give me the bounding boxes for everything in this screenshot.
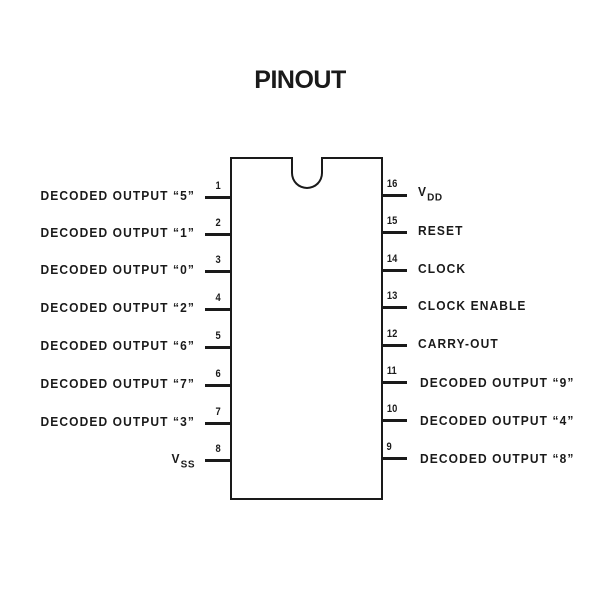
ic-package-body: [230, 157, 383, 500]
pin-lead: [205, 384, 230, 387]
pin-label: RESET: [418, 223, 464, 239]
pin-lead: [205, 270, 230, 273]
pin-label: CARRY-OUT: [418, 336, 499, 352]
pin-number: 6: [215, 368, 221, 380]
pin-label: VDD: [418, 185, 443, 204]
pin-lead: [382, 381, 407, 384]
pin-lead: [205, 459, 230, 462]
pin-lead: [382, 194, 407, 197]
pin-lead: [382, 457, 407, 460]
pin-label: DECODED OUTPUT “1”: [40, 225, 195, 241]
pin-label: VSS: [0, 452, 195, 471]
pin-number: 1: [215, 180, 221, 192]
pin-lead: [205, 308, 230, 311]
pin-number: 12: [386, 328, 398, 340]
pin-number: 7: [215, 406, 221, 418]
pin-number: 3: [215, 254, 221, 266]
pin-lead: [382, 306, 407, 309]
diagram-title: PINOUT: [254, 66, 346, 94]
pin-label: DECODED OUTPUT “8”: [420, 451, 575, 467]
pin-label-subscript: SS: [180, 458, 195, 471]
pin-lead: [205, 196, 230, 199]
pin-lead: [382, 344, 407, 347]
pin-label: DECODED OUTPUT “5”: [40, 188, 195, 204]
pin-lead: [205, 233, 230, 236]
pin-number: 15: [386, 215, 398, 227]
pin-number: 4: [215, 292, 221, 304]
pin-number: 5: [215, 330, 221, 342]
pin-label: DECODED OUTPUT “4”: [420, 413, 575, 429]
pin-number: 2: [215, 217, 221, 229]
pin-label: DECODED OUTPUT “2”: [40, 300, 195, 316]
pin-lead: [205, 422, 230, 425]
pin-lead: [382, 231, 407, 234]
pin-lead: [205, 346, 230, 349]
pin-label: DECODED OUTPUT “0”: [40, 262, 195, 278]
pin-number: 10: [386, 403, 398, 415]
pin-label-main: V: [171, 451, 181, 467]
pin-label-subscript: DD: [427, 191, 443, 204]
pin-number: 8: [215, 443, 221, 455]
pin-number: 14: [386, 253, 398, 265]
pin-label-main: V: [418, 184, 428, 200]
pin-label: DECODED OUTPUT “7”: [40, 376, 195, 392]
pin-number: 9: [386, 441, 392, 453]
pin-number: 11: [386, 365, 397, 377]
pin-number: 13: [386, 290, 398, 302]
pin-label: DECODED OUTPUT “6”: [40, 338, 195, 354]
pin-number: 16: [386, 178, 398, 190]
pin-lead: [382, 419, 407, 422]
pin-label: CLOCK: [418, 261, 467, 277]
pin-lead: [382, 269, 407, 272]
pin-label: DECODED OUTPUT “9”: [420, 375, 575, 391]
pin-label: DECODED OUTPUT “3”: [40, 414, 195, 430]
pin-label: CLOCK ENABLE: [418, 298, 527, 314]
pin1-notch: [291, 157, 323, 189]
